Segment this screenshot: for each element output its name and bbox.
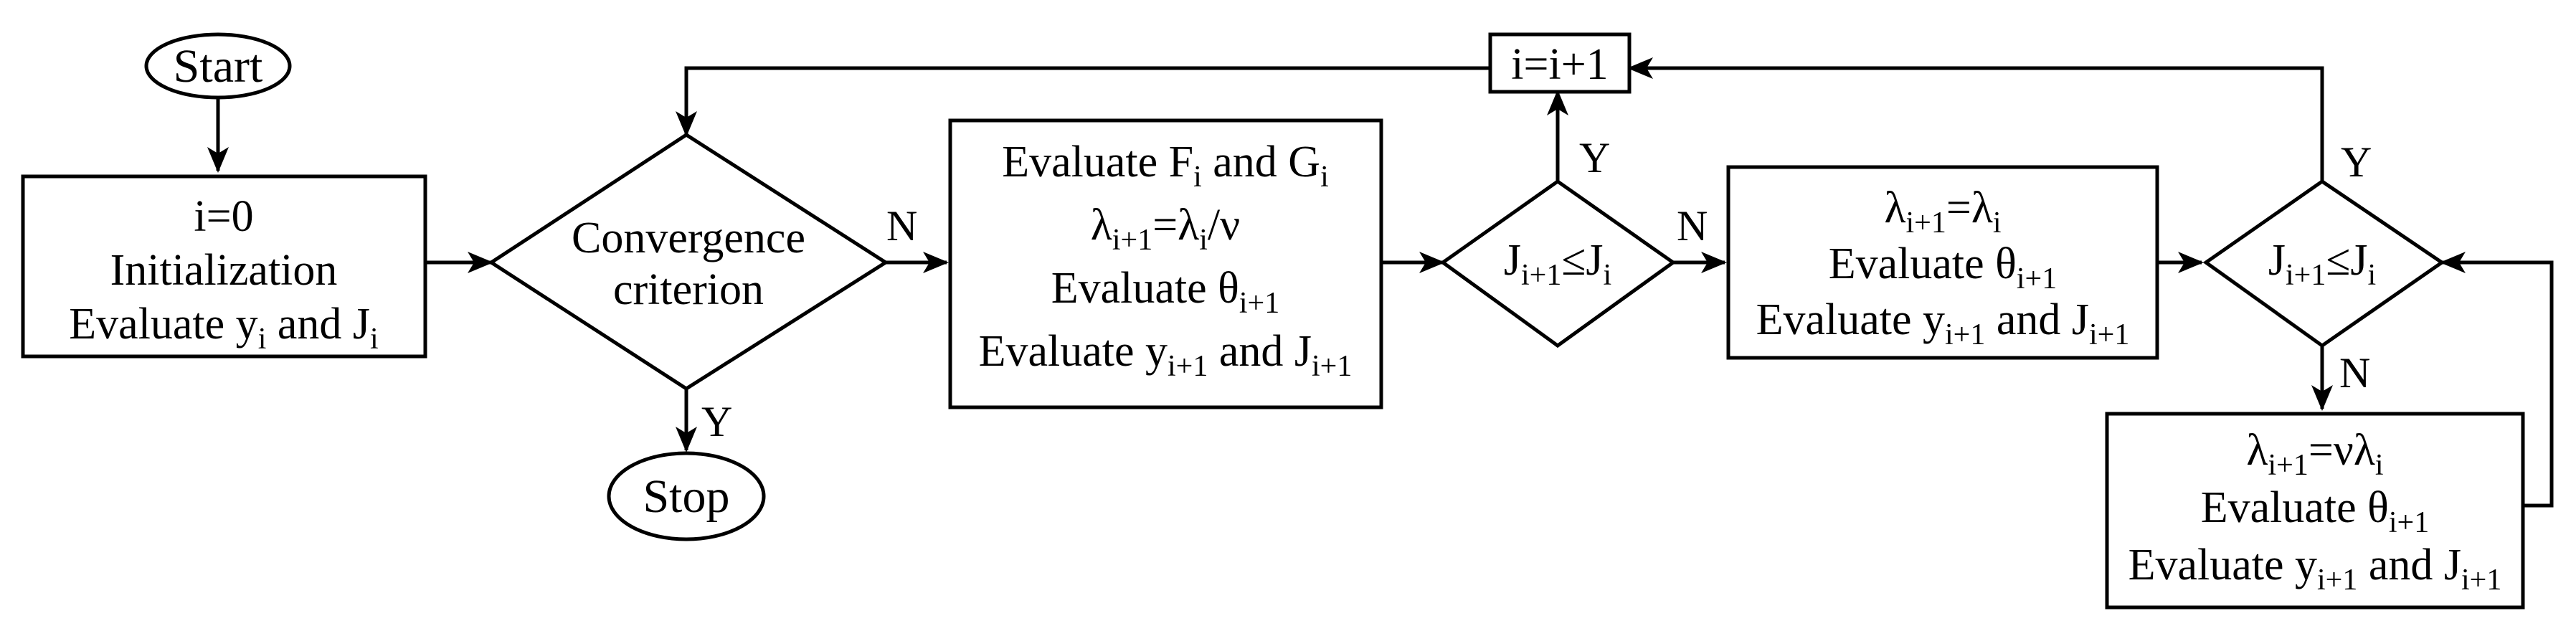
edge-labels: N Y Y N Y N [701, 134, 2372, 445]
increment-label: i=i+1 [1511, 40, 1608, 89]
edge-eval3-to-decision2 [2440, 252, 2554, 508]
convergence-decision: Convergence criterion [488, 133, 889, 391]
convergence-line2: criterion [613, 265, 764, 314]
init-line1: i=0 [194, 192, 253, 241]
decision1-yes-label: Y [1579, 134, 1610, 181]
eval2-line1: λi+1=λi [1884, 184, 2001, 240]
decision2-yes-label: Y [2341, 138, 2372, 186]
eval1-line3: Evaluate θi+1 [1051, 264, 1279, 320]
eval3-line1: λi+1=νλi [2246, 426, 2383, 482]
decision1-no-label: N [1677, 202, 1708, 250]
eval1-line1: Evaluate Fi and Gi [1002, 138, 1329, 194]
eval3-box: λi+1=νλi Evaluate θi+1 Evaluate yi+1 and… [2105, 412, 2525, 610]
edge-increment-to-convergence [676, 66, 1490, 137]
eval1-line4: Evaluate yi+1 and Ji+1 [979, 327, 1353, 383]
convergence-line1: Convergence [572, 214, 805, 262]
decision2-label: Ji+1≤Ji [2268, 236, 2376, 292]
stop-label: Stop [643, 470, 729, 523]
start-terminal: Start [144, 32, 292, 100]
init-line2: Initialization [110, 246, 338, 295]
convergence-yes-label: Y [701, 398, 732, 445]
init-box: i=0 Initialization Evaluate yi and Ji [21, 174, 427, 359]
decision2: Ji+1≤Ji [2202, 179, 2445, 349]
eval1-line2: λi+1=λi/ν [1091, 201, 1240, 257]
eval3-line2: Evaluate θi+1 [2201, 483, 2429, 539]
decision2-no-label: N [2339, 349, 2370, 397]
connectors [207, 57, 2554, 508]
stop-terminal: Stop [607, 451, 766, 541]
eval1-box: Evaluate Fi and Gi λi+1=λi/ν Evaluate θi… [948, 118, 1383, 409]
decision1: Ji+1≤Ji [1439, 179, 1677, 349]
eval3-line3: Evaluate yi+1 and Ji+1 [2128, 541, 2502, 597]
eval2-line2: Evaluate θi+1 [1829, 240, 2057, 295]
start-label: Start [174, 40, 263, 93]
edge-decision2-to-increment [1627, 57, 2324, 181]
init-line3: Evaluate yi and Ji [69, 300, 378, 356]
eval2-line3: Evaluate yi+1 and Ji+1 [1756, 295, 2130, 351]
eval2-box: λi+1=λi Evaluate θi+1 Evaluate yi+1 and … [1726, 165, 2159, 360]
increment-box: i=i+1 [1488, 32, 1632, 94]
decision1-label: Ji+1≤Ji [1504, 236, 1611, 292]
convergence-no-label: N [886, 202, 917, 250]
